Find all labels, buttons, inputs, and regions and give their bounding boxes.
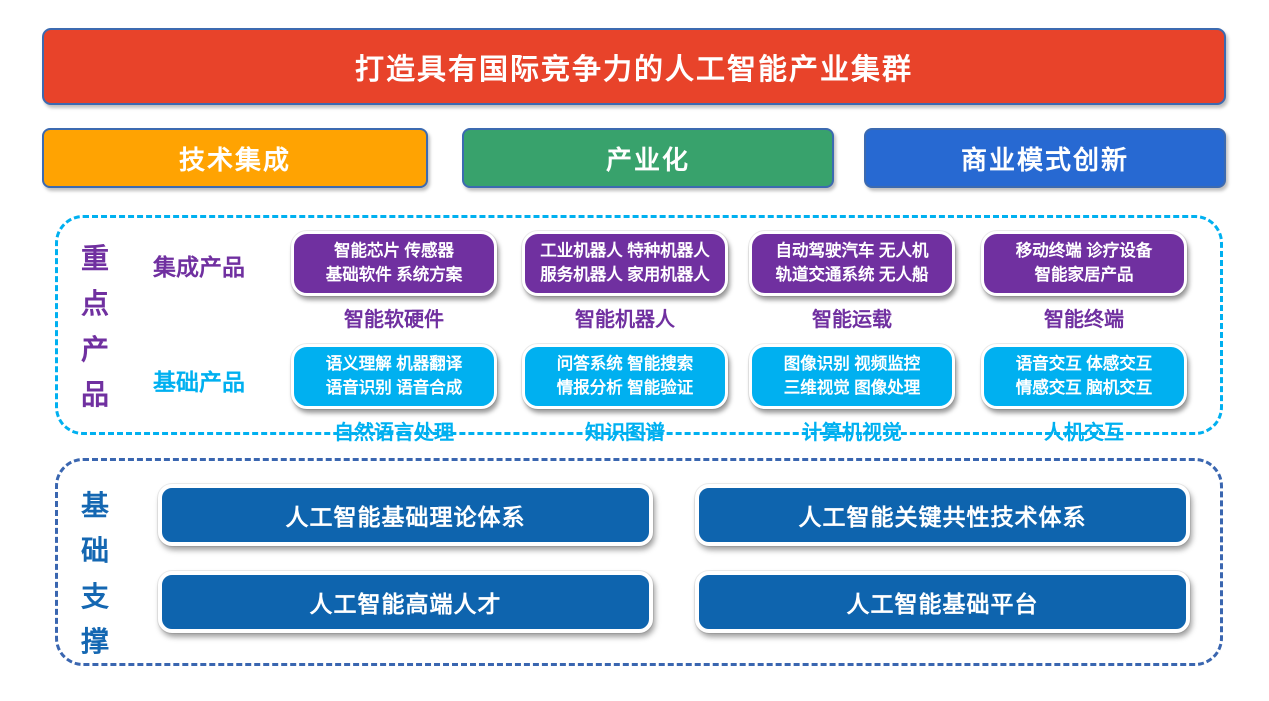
- product-group-smart-vehicles: 自动驾驶汽车 无人机 轨道交通系统 无人船 智能运载: [749, 231, 955, 332]
- foundation-box-basic-platform: 人工智能基础平台: [695, 571, 1190, 633]
- product-box: 语音交互 体感交互 情感交互 脑机交互: [981, 344, 1187, 409]
- product-group-hci: 语音交互 体感交互 情感交互 脑机交互 人机交互: [981, 344, 1187, 445]
- product-box-line: 自动驾驶汽车 无人机: [775, 242, 929, 261]
- integrated-products-row-label: 集成产品: [153, 254, 245, 280]
- phase-tech-integration-label: 技术集成: [178, 144, 291, 175]
- product-caption: 计算机视觉: [802, 422, 902, 444]
- phase-business-model-innovation-label: 商业模式创新: [960, 144, 1129, 175]
- main-title-banner: 打造具有国际竞争力的人工智能产业集群: [42, 28, 1226, 105]
- product-group-computer-vision: 图像识别 视频监控 三维视觉 图像处理 计算机视觉: [749, 344, 955, 445]
- product-group-smart-hw-sw: 智能芯片 传感器 基础软件 系统方案 智能软硬件: [291, 231, 497, 332]
- foundation-section: 基础支撑 人工智能基础理论体系 人工智能关键共性技术体系 人工智能高端人才 人工…: [55, 458, 1223, 666]
- product-box-line: 智能芯片 传感器: [333, 242, 455, 261]
- product-box-line: 语音识别 语音合成: [325, 378, 463, 397]
- foundation-box-basic-theory: 人工智能基础理论体系: [158, 484, 653, 546]
- key-products-section: 重点产品 集成产品 基础产品 智能芯片 传感器 基础软件 系统方案 智能软硬件 …: [55, 215, 1223, 444]
- product-box-line: 情报分析 智能验证: [556, 378, 694, 397]
- product-group-smart-robots: 工业机器人 特种机器人 服务机器人 家用机器人 智能机器人: [522, 231, 728, 332]
- phase-business-model-innovation: 商业模式创新: [864, 128, 1226, 188]
- main-title: 打造具有国际竞争力的人工智能产业集群: [354, 53, 913, 86]
- product-box-line: 服务机器人 家用机器人: [540, 265, 710, 284]
- product-box-line: 语义理解 机器翻译: [325, 355, 463, 374]
- product-box: 自动驾驶汽车 无人机 轨道交通系统 无人船: [749, 231, 955, 296]
- product-box-line: 情感交互 脑机交互: [1015, 378, 1153, 397]
- product-box-line: 基础软件 系统方案: [325, 265, 463, 284]
- product-group-smart-terminals: 移动终端 诊疗设备 智能家居产品 智能终端: [981, 231, 1187, 332]
- phase-industrialization-label: 产业化: [605, 144, 690, 175]
- product-box-line: 三维视觉 图像处理: [783, 378, 921, 397]
- product-caption: 人机交互: [1044, 422, 1124, 444]
- product-caption: 智能机器人: [575, 309, 675, 331]
- foundation-box-top-talent: 人工智能高端人才: [158, 571, 653, 633]
- product-caption: 自然语言处理: [334, 422, 454, 444]
- product-box-line: 移动终端 诊疗设备: [1015, 242, 1153, 261]
- product-caption: 智能终端: [1044, 309, 1124, 331]
- product-box-line: 智能家居产品: [1034, 265, 1134, 284]
- product-box-line: 工业机器人 特种机器人: [540, 242, 710, 261]
- foundation-section-label: 基础支撑: [80, 490, 109, 658]
- product-caption: 智能软硬件: [344, 309, 444, 331]
- product-box: 图像识别 视频监控 三维视觉 图像处理: [749, 344, 955, 409]
- foundation-box-key-common-tech: 人工智能关键共性技术体系: [695, 484, 1190, 546]
- product-group-knowledge-graph: 问答系统 智能搜索 情报分析 智能验证 知识图谱: [522, 344, 728, 445]
- product-box-line: 轨道交通系统 无人船: [775, 265, 929, 284]
- phase-industrialization: 产业化: [462, 128, 834, 188]
- phase-tech-integration: 技术集成: [42, 128, 428, 188]
- product-caption: 智能运载: [812, 309, 892, 331]
- product-box-line: 问答系统 智能搜索: [556, 355, 694, 374]
- product-box: 语义理解 机器翻译 语音识别 语音合成: [291, 344, 497, 409]
- product-box: 移动终端 诊疗设备 智能家居产品: [981, 231, 1187, 296]
- product-box-line: 图像识别 视频监控: [783, 355, 921, 374]
- key-products-section-label: 重点产品: [80, 243, 109, 411]
- product-group-nlp: 语义理解 机器翻译 语音识别 语音合成 自然语言处理: [291, 344, 497, 445]
- product-box: 工业机器人 特种机器人 服务机器人 家用机器人: [522, 231, 728, 296]
- product-box-line: 语音交互 体感交互: [1015, 355, 1153, 374]
- product-box: 智能芯片 传感器 基础软件 系统方案: [291, 231, 497, 296]
- basic-products-row-label: 基础产品: [153, 369, 245, 395]
- product-caption: 知识图谱: [585, 422, 665, 444]
- product-box: 问答系统 智能搜索 情报分析 智能验证: [522, 344, 728, 409]
